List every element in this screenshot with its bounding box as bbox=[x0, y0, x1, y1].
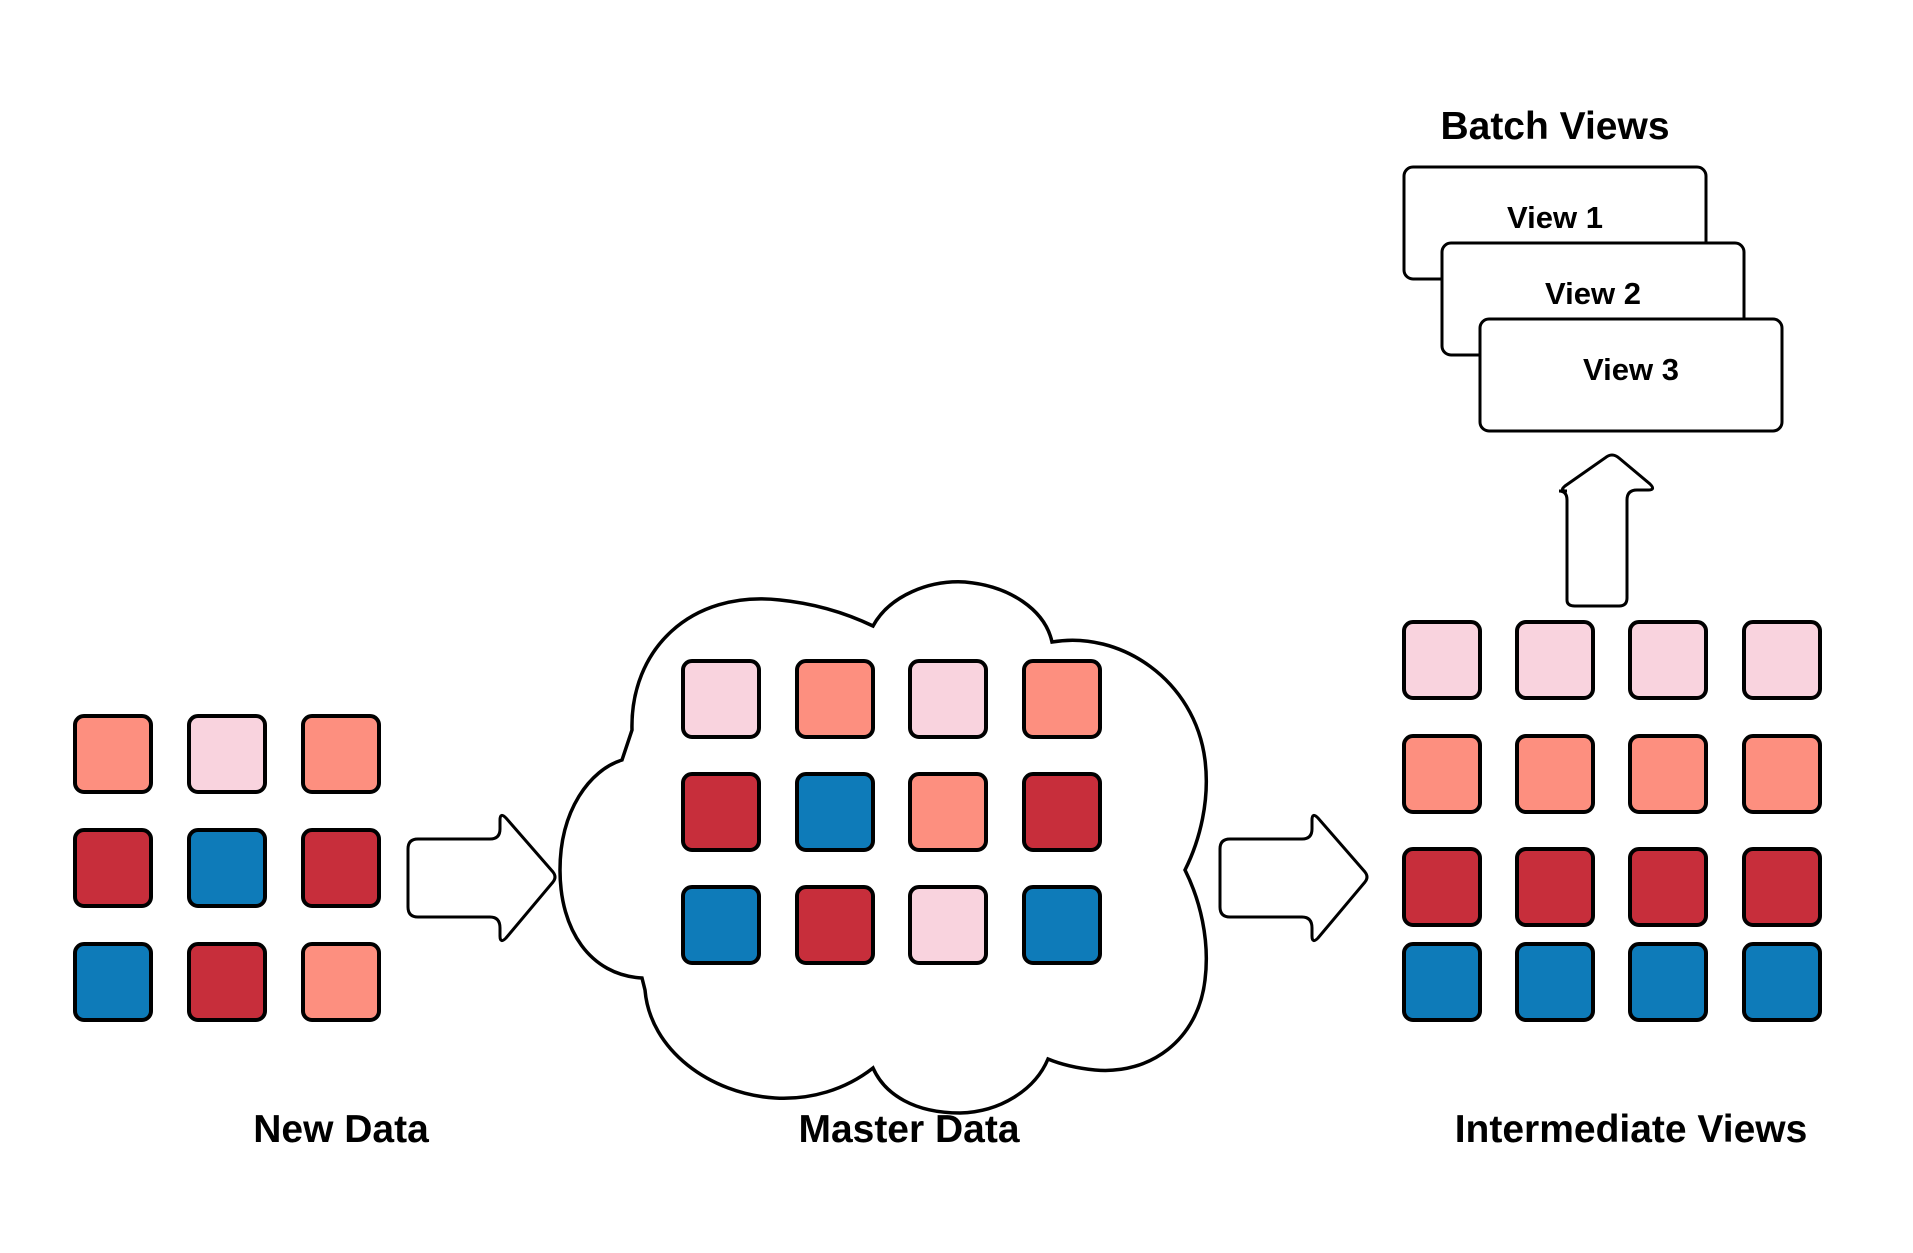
intermediate-view-block-blue bbox=[1402, 942, 1482, 1022]
intermediate-view-block-red bbox=[1628, 847, 1708, 927]
intermediate-view-block-pink bbox=[1628, 620, 1708, 700]
new-data-label: New Data bbox=[253, 1108, 429, 1151]
master-data-block-pink bbox=[908, 659, 988, 739]
master-data-block-blue bbox=[1022, 885, 1102, 965]
new-data-block-salmon bbox=[73, 714, 153, 794]
new-data-block-pink bbox=[187, 714, 267, 794]
arrow-intermediate-to-batch-icon bbox=[1558, 453, 1655, 608]
intermediate-view-block-salmon bbox=[1515, 734, 1595, 814]
intermediate-view-block-blue bbox=[1515, 942, 1595, 1022]
arrow-master-to-intermediate-icon bbox=[1218, 813, 1369, 943]
intermediate-view-block-pink bbox=[1402, 620, 1482, 700]
master-data-label: Master Data bbox=[798, 1108, 1019, 1151]
batch-view-2-label: View 2 bbox=[1545, 276, 1641, 311]
intermediate-view-block-blue bbox=[1628, 942, 1708, 1022]
master-data-cloud bbox=[558, 580, 1209, 1115]
intermediate-view-block-pink bbox=[1515, 620, 1595, 700]
new-data-block-red bbox=[301, 828, 381, 908]
intermediate-view-block-red bbox=[1515, 847, 1595, 927]
master-data-block-red bbox=[1022, 772, 1102, 852]
master-data-block-salmon bbox=[908, 772, 988, 852]
master-data-block-red bbox=[795, 885, 875, 965]
batch-views-title: Batch Views bbox=[1440, 105, 1669, 148]
intermediate-view-block-red bbox=[1742, 847, 1822, 927]
new-data-block-red bbox=[187, 942, 267, 1022]
master-data-block-salmon bbox=[795, 659, 875, 739]
intermediate-view-block-blue bbox=[1742, 942, 1822, 1022]
intermediate-view-block-salmon bbox=[1628, 734, 1708, 814]
batch-view-3-label: View 3 bbox=[1583, 352, 1679, 387]
master-data-block-red bbox=[681, 772, 761, 852]
master-data-block-blue bbox=[681, 885, 761, 965]
arrow-new-to-master-icon bbox=[406, 813, 557, 943]
new-data-block-salmon bbox=[301, 942, 381, 1022]
master-data-block-pink bbox=[681, 659, 761, 739]
batch-view-1-label: View 1 bbox=[1507, 200, 1603, 235]
new-data-block-salmon bbox=[301, 714, 381, 794]
new-data-block-blue bbox=[73, 942, 153, 1022]
intermediate-view-block-salmon bbox=[1742, 734, 1822, 814]
intermediate-view-block-salmon bbox=[1402, 734, 1482, 814]
new-data-block-red bbox=[73, 828, 153, 908]
batch-view-3: View 3 bbox=[1478, 317, 1784, 433]
master-data-block-blue bbox=[795, 772, 875, 852]
intermediate-view-block-pink bbox=[1742, 620, 1822, 700]
intermediate-view-block-red bbox=[1402, 847, 1482, 927]
intermediate-views-label: Intermediate Views bbox=[1455, 1108, 1808, 1151]
master-data-block-salmon bbox=[1022, 659, 1102, 739]
new-data-block-blue bbox=[187, 828, 267, 908]
master-data-block-pink bbox=[908, 885, 988, 965]
